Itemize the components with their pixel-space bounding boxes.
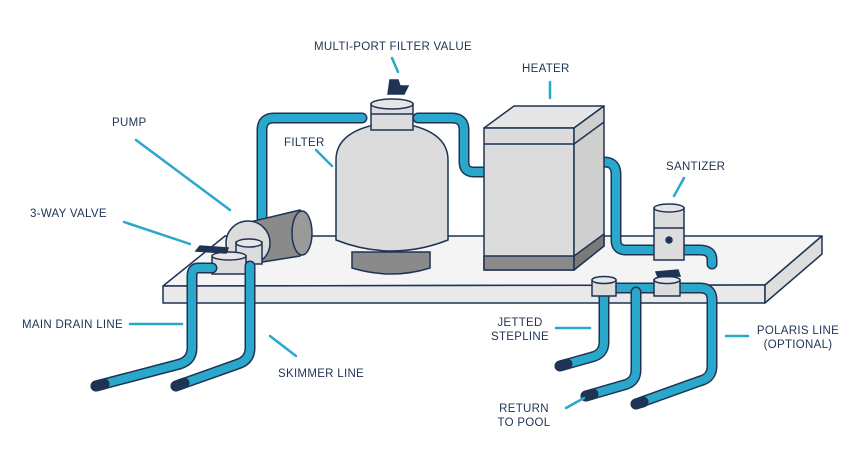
label-santizer: SANTIZER: [666, 161, 726, 173]
main-drain-pipe: [90, 262, 218, 392]
leader-lines: [122, 56, 750, 410]
label-main-drain-line: MAIN DRAIN LINE: [22, 319, 123, 331]
label-jetted-stepline: JETTED STEPLINE: [490, 317, 549, 343]
heater-to-sanitizer-pipe: [576, 156, 718, 270]
label-return-to-pool: RETURN TO POOL: [497, 403, 551, 429]
label-filter: FILTER: [284, 137, 325, 149]
jetted-stepline-valve: [591, 275, 617, 297]
label-polaris-line: POLARIS LINE (OPTIONAL): [756, 325, 840, 351]
sanitizer-unit: [653, 203, 685, 261]
return-manifold-pipe: [554, 282, 718, 410]
label-pump: PUMP: [112, 117, 147, 129]
filter-tank: [335, 79, 449, 275]
return-valve: [653, 269, 682, 297]
label-skimmer-line: SKIMMER LINE: [278, 368, 365, 380]
label-three-way-valve: 3-WAY VALVE: [30, 208, 107, 220]
pump-to-filter-pipe: [256, 112, 368, 224]
label-multiport-valve: MULTI-PORT FILTER VALUE: [314, 41, 472, 53]
skimmer-pipe: [170, 260, 256, 392]
filter-to-heater-pipe: [412, 112, 490, 178]
label-heater: HEATER: [522, 63, 570, 75]
heater-unit: [483, 105, 605, 271]
